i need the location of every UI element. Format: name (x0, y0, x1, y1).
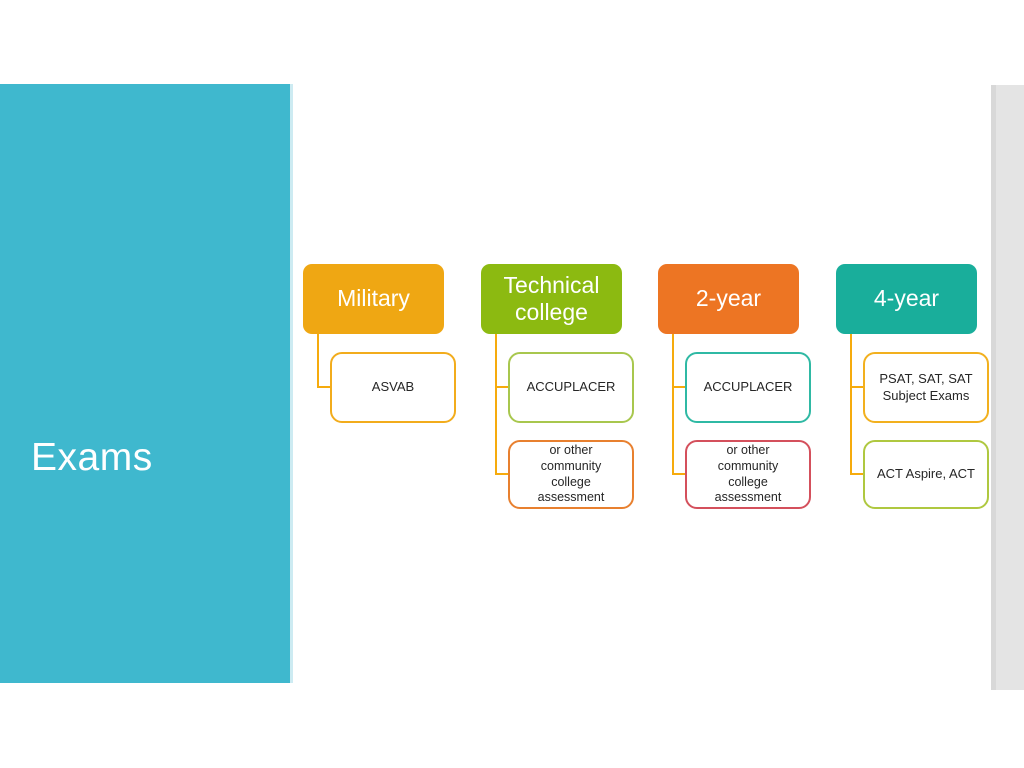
branch-2-year: 2-year ACCUPLACER or other community col… (658, 264, 838, 554)
right-rail (991, 85, 1024, 690)
category-box-2-year[interactable]: 2-year (658, 264, 799, 334)
connector-line (495, 334, 497, 475)
connector-line (672, 386, 687, 388)
category-box-military[interactable]: Military (303, 264, 444, 334)
connector-line (495, 473, 510, 475)
connector-line (850, 334, 852, 475)
branch-military: Military ASVAB (303, 264, 483, 554)
connector-line (850, 386, 865, 388)
title-panel: Exams (0, 84, 293, 683)
connector-line (850, 473, 865, 475)
connector-line (317, 386, 332, 388)
exam-box-act[interactable]: ACT Aspire, ACT (863, 440, 989, 509)
exam-box-accuplacer-tech[interactable]: ACCUPLACER (508, 352, 634, 423)
connector-line (495, 386, 510, 388)
category-box-4-year[interactable]: 4-year (836, 264, 977, 334)
slide-title: Exams (31, 436, 153, 479)
exam-box-accuplacer-2yr[interactable]: ACCUPLACER (685, 352, 811, 423)
exam-box-other-assessment-tech[interactable]: or other community college assessment (508, 440, 634, 509)
branch-4-year: 4-year PSAT, SAT, SAT Subject Exams ACT … (836, 264, 1016, 554)
connector-line (672, 334, 674, 475)
exam-box-asvab[interactable]: ASVAB (330, 352, 456, 423)
connector-line (672, 473, 687, 475)
connector-line (317, 334, 319, 388)
exam-box-other-assessment-2yr[interactable]: or other community college assessment (685, 440, 811, 509)
category-box-technical-college[interactable]: Technical college (481, 264, 622, 334)
branch-technical-college: Technical college ACCUPLACER or other co… (481, 264, 661, 554)
exam-box-psat-sat[interactable]: PSAT, SAT, SAT Subject Exams (863, 352, 989, 423)
